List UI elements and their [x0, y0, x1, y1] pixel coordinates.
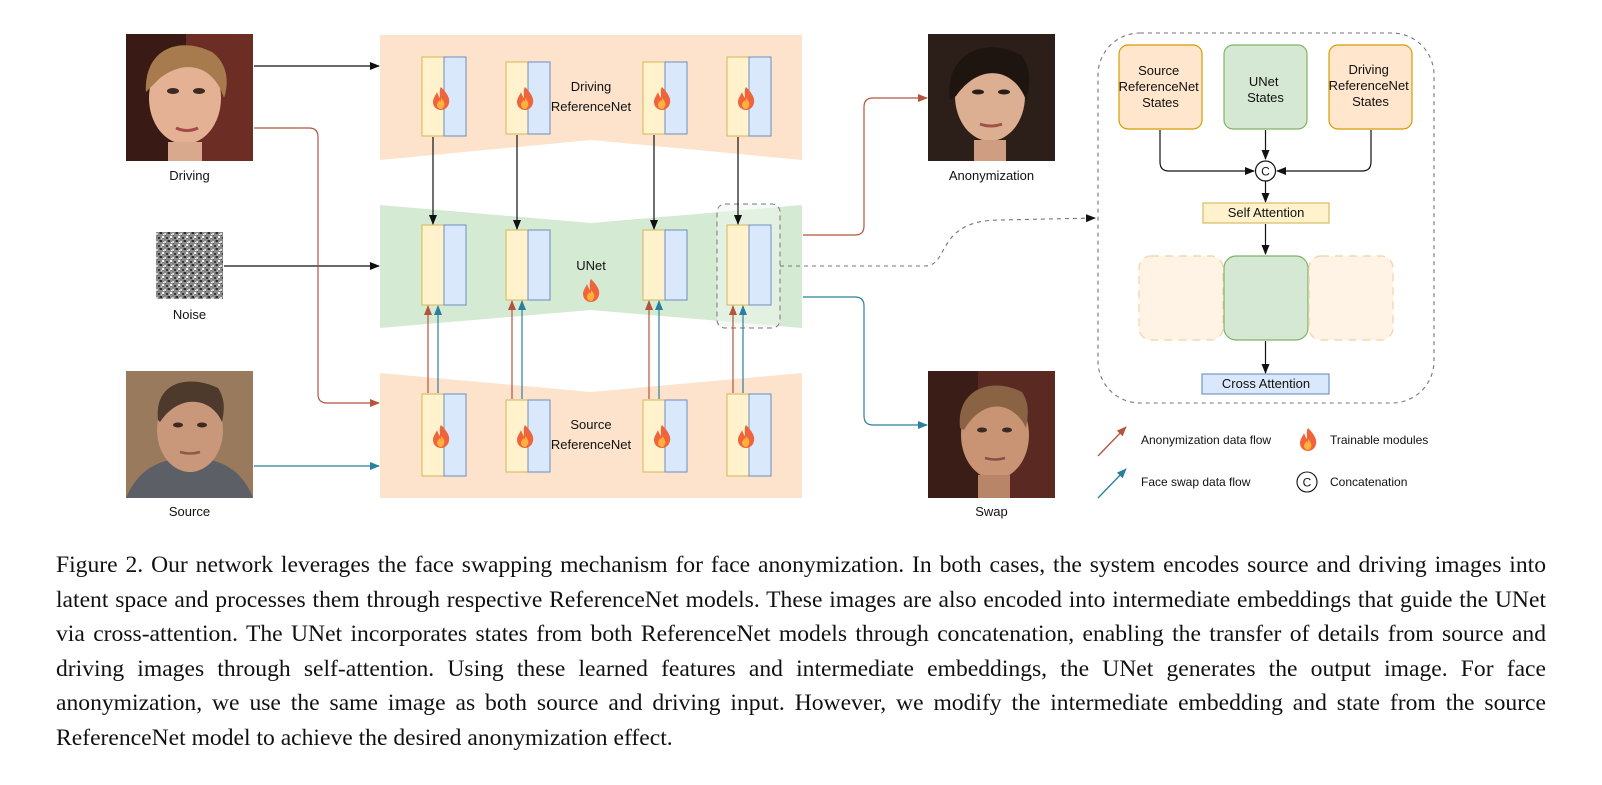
- self-attention-box: [1202, 202, 1330, 224]
- driving-referencenet: [380, 35, 802, 160]
- figure-caption: Figure 2. Our network leverages the face…: [56, 548, 1546, 756]
- face-swap-flow-legend-label: Face swap data flow: [1141, 475, 1251, 489]
- concatenation-legend-symbol: C: [1303, 476, 1312, 490]
- driving-block-4: [726, 56, 772, 137]
- driving-states-text: Driving ReferenceNet States: [1329, 62, 1413, 109]
- source-block-1: [421, 393, 467, 477]
- anonymization-image: [928, 34, 1055, 161]
- driving-block-2: [505, 61, 551, 135]
- anonymization-flow-legend-label: Anonymization data flow: [1141, 433, 1271, 447]
- source-block-3: [642, 399, 688, 473]
- driving-block-1: [421, 56, 467, 137]
- unet-block-1: [421, 224, 467, 306]
- unet-output-states-box: [1223, 255, 1309, 341]
- driving-label: Driving: [169, 168, 209, 183]
- unet-block-2: [505, 229, 551, 301]
- concatenation-legend-icon: [1296, 471, 1318, 493]
- driving-referencenet-states-box: [1328, 44, 1413, 130]
- source-referencenet-label-2: ReferenceNet: [551, 437, 632, 452]
- source-block-2: [505, 399, 551, 473]
- driving-image: [126, 34, 253, 161]
- unet-block-3: [642, 229, 688, 301]
- zoom-dashed-connector: [780, 214, 1096, 267]
- driving-to-source-refnet-red-arrow: [254, 127, 380, 407]
- concatenation-legend-label: Concatenation: [1330, 475, 1407, 489]
- noise-image: [156, 232, 223, 299]
- concatenation-symbol: C: [1261, 165, 1270, 179]
- source-referencenet-label: Source: [570, 417, 611, 432]
- source-referencenet: [380, 373, 802, 498]
- source-states-to-concat-arrow: [1159, 130, 1255, 175]
- swap-label: Swap: [975, 504, 1008, 519]
- source-block-4: [726, 393, 772, 477]
- anonymization-label: Anonymization: [949, 168, 1034, 183]
- face-swap-flow-legend-arrow: [1097, 468, 1127, 499]
- source-label: Source: [169, 504, 210, 519]
- anonymization-flow-legend-arrow: [1097, 426, 1127, 457]
- attention-detail-panel: [1097, 32, 1435, 404]
- swap-image: [928, 371, 1055, 498]
- unet-label: UNet: [576, 258, 606, 273]
- source-image: [126, 371, 253, 498]
- unet-states-box: [1223, 44, 1308, 130]
- source-referencenet-states-box: [1118, 44, 1203, 130]
- driving-states-to-concat-arrow: [1276, 130, 1372, 175]
- driving-block-3: [642, 61, 688, 135]
- unet-states-text: UNet States: [1247, 74, 1284, 105]
- caption-text: Figure 2. Our network leverages the face…: [56, 552, 1546, 751]
- faded-source-states-box: [1138, 255, 1224, 341]
- driving-referencenet-label-2: ReferenceNet: [551, 99, 632, 114]
- flame-icon: [1300, 428, 1317, 451]
- noise-label: Noise: [173, 307, 206, 322]
- unet-to-swap-arrow: [803, 296, 928, 429]
- self-attention-label: Self Attention: [1228, 205, 1305, 220]
- source-states-text: Source ReferenceNet States: [1119, 63, 1203, 110]
- cross-attention-box: [1201, 373, 1330, 395]
- unet-to-anonymization-arrow: [803, 94, 928, 236]
- driving-referencenet-label: Driving: [571, 79, 611, 94]
- cross-attention-label: Cross Attention: [1222, 376, 1310, 391]
- architecture-diagram: Driving Noise Source Driving ReferenceNe…: [126, 32, 1435, 519]
- unet: [380, 205, 802, 328]
- trainable-modules-legend-label: Trainable modules: [1330, 433, 1428, 447]
- faded-driving-states-box: [1308, 255, 1394, 341]
